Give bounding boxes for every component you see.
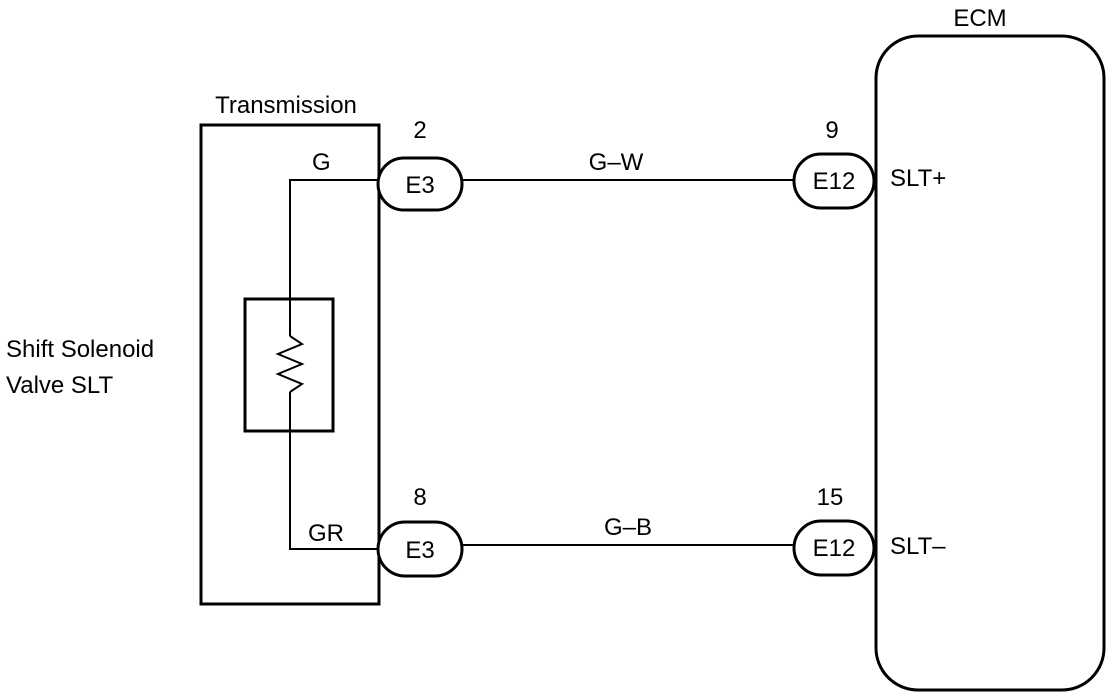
connector-e12-bottom-label: E12	[813, 535, 856, 562]
harness-color-gw: G–W	[589, 149, 644, 176]
transmission-title: Transmission	[215, 92, 357, 119]
pin-number-9: 9	[825, 117, 838, 144]
wire-color-gr: GR	[308, 520, 344, 547]
connector-e3-bottom-label: E3	[405, 537, 434, 564]
harness-color-gb: G–B	[604, 514, 652, 541]
pin-number-8: 8	[413, 484, 426, 511]
resistor-symbol	[275, 335, 305, 393]
pin-number-2: 2	[413, 117, 426, 144]
pin-number-15: 15	[817, 484, 844, 511]
connector-e3-top: E3	[376, 156, 464, 212]
connector-e3-top-label: E3	[405, 172, 434, 199]
connector-e12-top: E12	[792, 152, 876, 210]
wire-color-g: G	[312, 149, 331, 176]
ecm-terminal-slt-minus: SLT–	[890, 533, 946, 560]
ecm-box	[874, 34, 1106, 692]
solenoid-label-line1: Shift Solenoid	[6, 336, 154, 363]
internal-wire-bottom	[289, 392, 380, 550]
connector-e3-bottom: E3	[376, 520, 464, 578]
ecm-title: ECM	[953, 5, 1006, 32]
transmission-box	[199, 123, 381, 606]
solenoid-label-line2: Valve SLT	[6, 372, 113, 399]
connector-e12-bottom: E12	[792, 519, 876, 577]
ecm-terminal-slt-plus: SLT+	[890, 165, 946, 192]
connector-e12-top-label: E12	[813, 168, 856, 195]
internal-wire-top	[289, 179, 380, 336]
